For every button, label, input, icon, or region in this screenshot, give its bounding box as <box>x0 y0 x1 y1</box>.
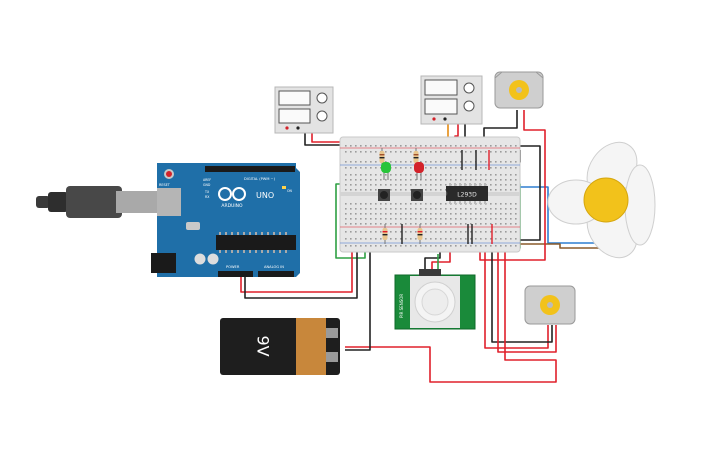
arduino-logo-icon <box>218 187 246 201</box>
wire-red-pir[interactable] <box>431 248 451 271</box>
motor-driver-chip[interactable]: L293D <box>446 183 488 204</box>
push-button[interactable] <box>411 189 423 201</box>
analog-header[interactable] <box>258 271 294 277</box>
arduino-model-label: UNO <box>256 191 274 200</box>
wire-red-motor1[interactable] <box>479 110 546 261</box>
pir-sensor-label: PIR SENSOR <box>399 294 404 318</box>
pir-sensor[interactable]: PIR SENSOR <box>394 269 476 330</box>
aref-label: AREF <box>203 178 211 182</box>
microcontroller-chip <box>216 235 296 250</box>
gnd-label: GND <box>203 183 211 187</box>
wire-red-motor2b[interactable] <box>497 248 557 353</box>
push-button[interactable] <box>378 189 390 201</box>
wire-black-pir[interactable] <box>424 248 441 271</box>
analog-header-label: ANALOG IN <box>264 265 284 269</box>
digital-header[interactable] <box>205 166 295 172</box>
resistor[interactable] <box>382 224 388 244</box>
reset-label: RESET <box>159 183 171 187</box>
power-header-label: POWER <box>226 265 240 269</box>
wire-black-arduino[interactable] <box>244 250 358 299</box>
breadboard <box>339 136 521 253</box>
dc-motor-icon[interactable] <box>524 285 576 325</box>
power-led <box>282 186 286 189</box>
rx-label: RX <box>205 195 210 199</box>
wire-red-motor2a[interactable] <box>484 248 549 349</box>
led-green[interactable] <box>381 162 391 180</box>
wires <box>240 110 616 383</box>
tx-label: TX <box>204 190 210 194</box>
driver-chip-label: L293D <box>457 192 477 199</box>
led-red[interactable] <box>414 162 424 180</box>
wire-black-right[interactable] <box>510 145 541 241</box>
arduino-brand-label: ARDUINO <box>221 203 243 209</box>
wire-red-battery[interactable] <box>345 248 557 383</box>
on-label: ON <box>287 189 293 193</box>
battery-9v[interactable]: 9V <box>220 318 340 375</box>
reset-button[interactable] <box>166 171 172 177</box>
battery-label: 9V <box>254 335 273 356</box>
wire-red-arduino[interactable] <box>240 246 353 293</box>
arduino-uno[interactable]: ARDUINO UNO DIGITAL (PWM ~) POWER ANALOG… <box>36 163 300 277</box>
power-header[interactable] <box>218 271 253 277</box>
wire-black-battery[interactable] <box>345 250 371 351</box>
power-supply-icon[interactable] <box>274 86 334 134</box>
usb-cable-icon <box>36 186 158 218</box>
breadboard-red-jumpers <box>488 150 493 244</box>
dc-motor-icon[interactable] <box>494 71 544 109</box>
breadboard-jumpers <box>401 150 477 244</box>
resistor[interactable] <box>417 224 423 244</box>
digital-header-label: DIGITAL (PWM ~) <box>244 177 276 181</box>
fan-icon[interactable] <box>547 133 656 267</box>
wire-black-motor2[interactable] <box>491 248 553 343</box>
power-supply-icon[interactable] <box>420 75 483 125</box>
